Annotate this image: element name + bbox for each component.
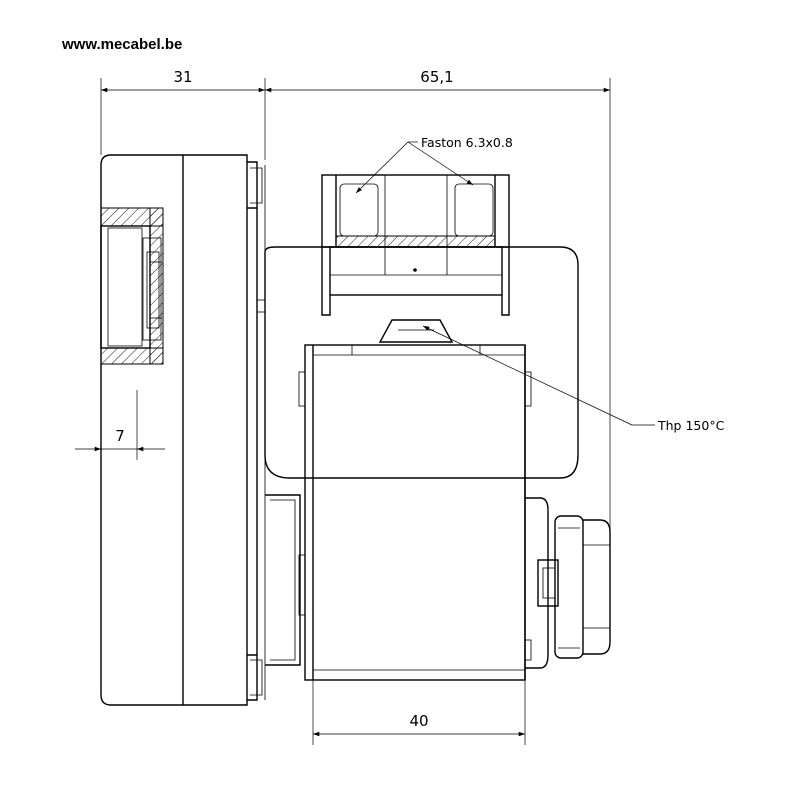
faston-label: Faston 6.3x0.8 (421, 135, 513, 150)
dimension-40: 40 (312, 680, 526, 745)
thermal-protector (378, 319, 454, 343)
dimension-7-label: 7 (115, 427, 125, 445)
dimension-40-label: 40 (409, 712, 428, 730)
dimension-7: 7 (75, 390, 165, 460)
website-url: www.mecabel.be (62, 36, 183, 53)
faston-connector (321, 174, 510, 316)
motor-bracket (265, 494, 301, 666)
dimension-65-1: 65,1 (265, 68, 611, 640)
dimension-31-label: 31 (173, 68, 192, 86)
motor-body (298, 344, 532, 681)
faston-callout: Faston 6.3x0.8 (355, 135, 513, 194)
mounting-plate (264, 246, 579, 479)
dimension-31: 31 (100, 68, 266, 160)
thp-callout: Thp 150°C (422, 325, 725, 433)
left-housing (100, 154, 266, 706)
thp-label: Thp 150°C (657, 418, 725, 433)
output-hub (525, 497, 611, 669)
dimension-65-1-label: 65,1 (420, 68, 453, 86)
